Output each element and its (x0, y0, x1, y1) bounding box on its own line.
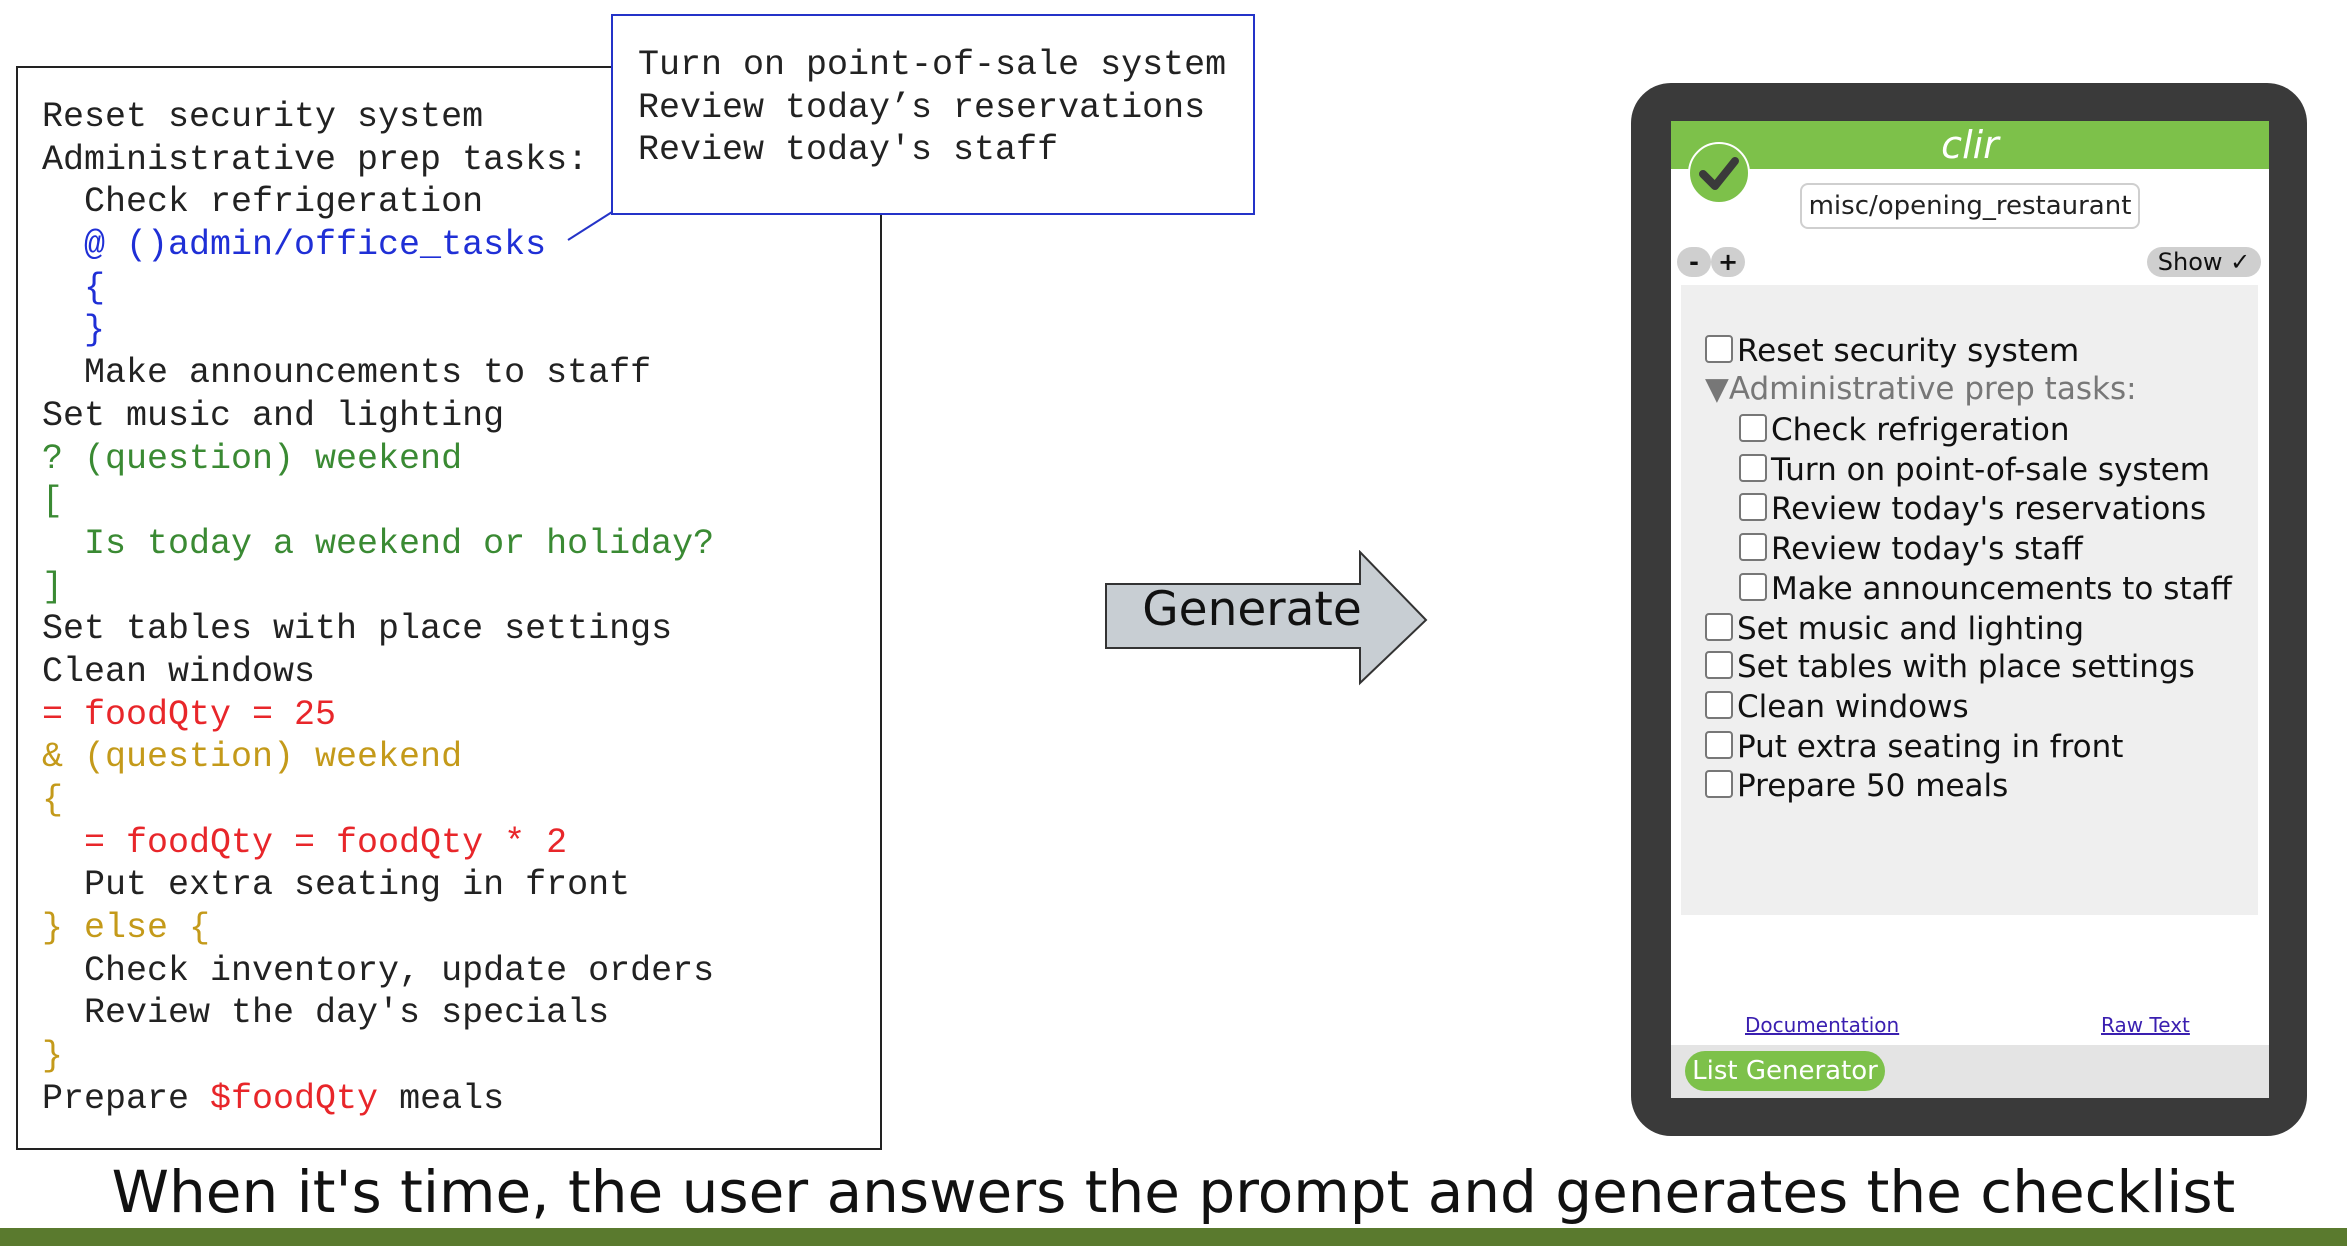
checklist-item[interactable]: Prepare 50 meals (1705, 766, 2008, 806)
checklist: Reset security system▼Administrative pre… (1681, 285, 2258, 915)
collapse-button[interactable]: - (1677, 247, 1711, 277)
checkbox[interactable] (1739, 493, 1767, 521)
checklist-item[interactable]: Turn on point-of-sale system (1739, 450, 2210, 490)
checklist-item-label: Reset security system (1737, 333, 2080, 369)
checklist-item-label: Check refrigeration (1771, 412, 2070, 448)
code-line: Prepare $foodQty meals (42, 1078, 714, 1121)
code-line: } else { (42, 908, 211, 949)
checklist-item-label: Turn on point-of-sale system (1771, 452, 2210, 488)
checklist-item-label: Set tables with place settings (1737, 649, 2195, 685)
code-line: = foodQty = foodQty * 2 (42, 822, 568, 863)
code-line: & (question) weekend (42, 737, 463, 778)
source-code-panel (16, 66, 882, 1150)
code-line: } (42, 1036, 64, 1077)
app-title: clir (1941, 123, 1999, 167)
checklist-item-label: Prepare 50 meals (1737, 768, 2009, 804)
checklist-item-label: Put extra seating in front (1737, 729, 2124, 765)
code-line: Put extra seating in front (42, 865, 631, 906)
checklist-item[interactable]: Review today's staff (1739, 529, 2083, 569)
checklist-item[interactable]: Set tables with place settings (1705, 647, 2195, 687)
code-line: ] (42, 566, 64, 607)
bottom-stripe (0, 1228, 2347, 1246)
code-line: Review the day's specials (42, 993, 610, 1034)
code-line: Reset security system (42, 97, 484, 137)
generate-arrow (1105, 550, 1428, 686)
code-line: } (42, 310, 106, 351)
show-checked-button[interactable]: Show ✓ (2147, 247, 2261, 277)
popup-line: Turn on point-of-sale system (638, 45, 1227, 85)
checklist-item[interactable]: Put extra seating in front (1705, 727, 2123, 767)
expand-button[interactable]: + (1711, 247, 1745, 277)
code-line: Is today a weekend or holiday? (42, 523, 715, 564)
code-line: ? (question) weekend (42, 438, 463, 479)
popup-line: Review today's staff (638, 130, 1059, 171)
checklist-item[interactable]: Check refrigeration (1739, 410, 2070, 450)
checklist-item-label: Make announcements to staff (1771, 571, 2232, 607)
code-line: Clean windows (42, 651, 316, 692)
checklist-item-label: ▼Administrative prep tasks: (1705, 371, 2137, 407)
documentation-link[interactable]: Documentation (1745, 1013, 1900, 1037)
checkbox[interactable] (1705, 335, 1733, 363)
checklist-item-label: Review today's reservations (1771, 491, 2207, 527)
code-line: Administrative prep tasks: (42, 139, 589, 180)
popup-line: Review today’s reservations (638, 87, 1206, 128)
code-line: Make announcements to staff (42, 353, 652, 394)
check-logo-icon (1688, 142, 1750, 204)
checklist-item-label: Clean windows (1737, 689, 1969, 725)
code-text: Prepare (42, 1078, 211, 1119)
app-screen: clir misc/opening_restaurant - + Show ✓ … (1671, 121, 2269, 1098)
code-line: Set tables with place settings (42, 609, 673, 650)
code-line: Set music and lighting (42, 395, 505, 436)
app-header (1671, 121, 2269, 169)
list-generator-button[interactable]: List Generator (1685, 1051, 1885, 1091)
included-tasks-popup (611, 14, 1255, 215)
checklist-item[interactable]: Review today's reservations (1739, 489, 2206, 529)
checklist-group[interactable]: ▼Administrative prep tasks: (1705, 369, 2137, 409)
code-line: Check inventory, update orders (42, 950, 715, 991)
code-line: @ ()admin/office_tasks (42, 225, 547, 266)
checkbox[interactable] (1705, 651, 1733, 679)
code-line: [ (42, 481, 64, 522)
raw-text-link[interactable]: Raw Text (2101, 1013, 2190, 1037)
checkbox[interactable] (1705, 691, 1733, 719)
checkbox[interactable] (1705, 613, 1733, 641)
checkbox[interactable] (1739, 573, 1767, 601)
code-line: = foodQty = 25 (42, 694, 337, 735)
generate-label: Generate (1142, 582, 1362, 637)
checklist-item-label: Review today's staff (1771, 531, 2083, 567)
code-line: { (42, 267, 106, 308)
checklist-item[interactable]: Clean windows (1705, 687, 1969, 727)
checkbox[interactable] (1739, 454, 1767, 482)
checkbox[interactable] (1705, 731, 1733, 759)
checklist-item[interactable]: Reset security system (1705, 331, 2079, 371)
checkbox[interactable] (1739, 414, 1767, 442)
checklist-item[interactable]: Make announcements to staff (1739, 569, 2232, 609)
code-text: meals (378, 1078, 505, 1119)
code-variable: $foodQty (210, 1078, 379, 1119)
code-line: Check refrigeration (42, 182, 484, 223)
code-line: { (42, 780, 64, 820)
checkbox[interactable] (1739, 533, 1767, 561)
checklist-item[interactable]: Set music and lighting (1705, 609, 2084, 649)
checklist-item-label: Set music and lighting (1737, 611, 2085, 647)
checkbox[interactable] (1705, 770, 1733, 798)
caption: When it's time, the user answers the pro… (111, 1158, 2236, 1226)
checklist-path-input[interactable]: misc/opening_restaurant (1800, 183, 2140, 229)
